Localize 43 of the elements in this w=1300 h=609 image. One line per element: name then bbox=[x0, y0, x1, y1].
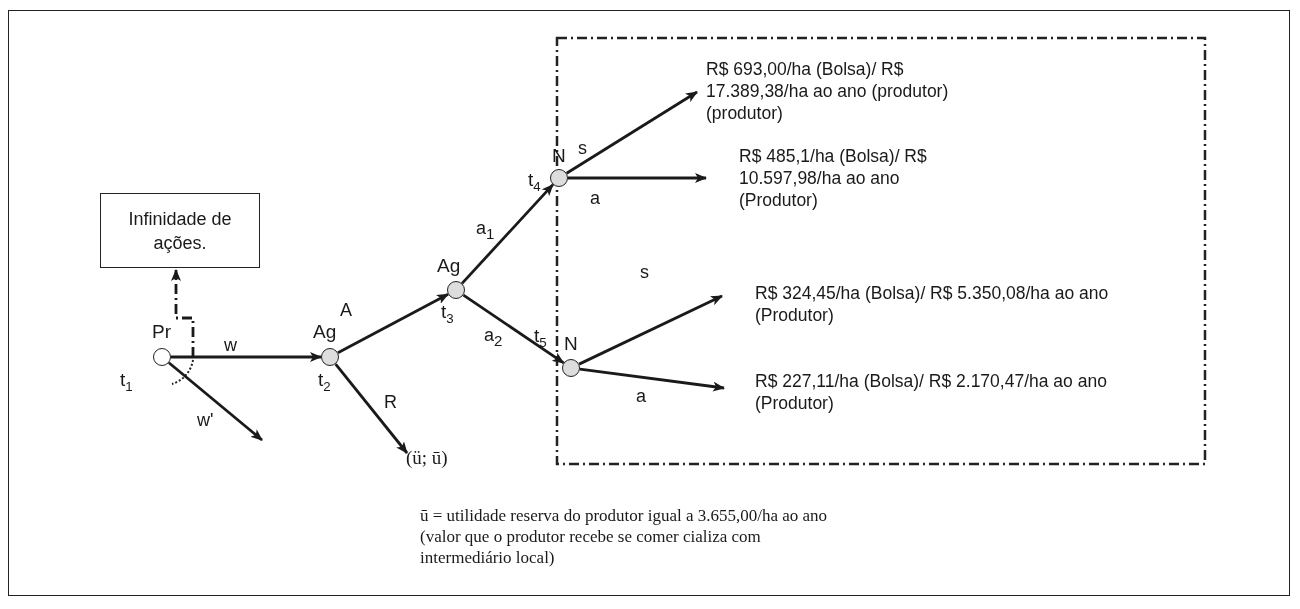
arrow bbox=[568, 173, 707, 183]
payoff-text: R$ 324,45/ha (Bolsa)/ R$ 5.350,08/ha ao ano (Produtor) bbox=[755, 282, 1125, 326]
node-label: Ag bbox=[437, 256, 461, 276]
node-label: t$_{1}$ bbox=[120, 370, 133, 396]
node-label: Pr bbox=[152, 322, 171, 342]
node-label: t$_{4}$ bbox=[528, 170, 541, 196]
edge-label: s bbox=[578, 138, 587, 158]
edge-label: a bbox=[636, 386, 646, 406]
edge-label: a$_{2}$ bbox=[484, 325, 503, 351]
arrow bbox=[579, 367, 725, 392]
payoff-text: R$ 693,00/ha (Bolsa)/ R$ 17.389,38/ha ao ano (produtor) (produtor) bbox=[706, 58, 1006, 124]
edge-label: w bbox=[224, 335, 237, 355]
payoff-text: R$ 485,1/ha (Bolsa)/ R$ 10.597,98/ha ao ano (Produtor) bbox=[739, 145, 979, 211]
decision-node-circle bbox=[321, 348, 339, 366]
arrow bbox=[168, 361, 263, 442]
arrow bbox=[461, 183, 554, 285]
decision-node-circle bbox=[562, 359, 580, 377]
edge-label: a$_{1}$ bbox=[476, 218, 495, 244]
edge-label: A bbox=[340, 300, 352, 320]
arrow bbox=[565, 90, 698, 175]
arrow bbox=[578, 294, 723, 366]
arrow bbox=[334, 363, 409, 454]
node-label: N bbox=[552, 146, 566, 166]
footnote: ū = utilidade reserva do produtor igual a 3.655,00/ha ao ano (valor que o produtor recebe se comer cializa com intermediário local) bbox=[420, 505, 829, 568]
edge-label: w' bbox=[197, 410, 214, 430]
dashed-arrow bbox=[171, 269, 195, 357]
text-box: Infinidade de ações. bbox=[100, 193, 260, 268]
decision-node-circle bbox=[447, 281, 465, 299]
payoff-text: R$ 227,11/ha (Bolsa)/ R$ 2.170,47/ha ao ano (Produtor) bbox=[755, 370, 1125, 414]
node-label: N bbox=[564, 334, 578, 354]
decision-node-circle bbox=[153, 348, 171, 366]
edge-label: s bbox=[640, 262, 649, 282]
node-label: Ag bbox=[313, 322, 337, 342]
node-label: t$_{2}$ bbox=[318, 370, 331, 396]
arrow bbox=[337, 293, 449, 354]
edge-label: a bbox=[590, 188, 600, 208]
edge-label: R bbox=[384, 392, 397, 412]
decision-node-circle bbox=[550, 169, 568, 187]
outcome-text: (ü; ū) bbox=[406, 447, 476, 469]
node-label: t$_{5}$ bbox=[534, 326, 547, 352]
node-label: t$_{3}$ bbox=[441, 302, 454, 328]
arrow bbox=[171, 352, 322, 362]
arrow bbox=[462, 293, 565, 365]
